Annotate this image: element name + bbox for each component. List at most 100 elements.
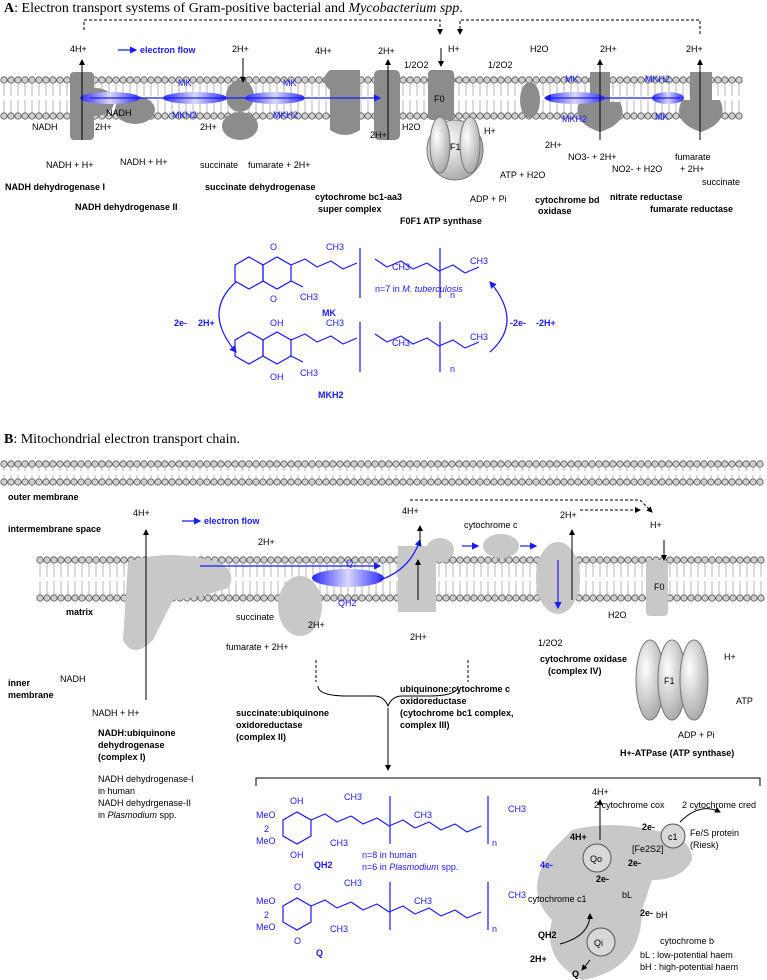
lipid-head — [546, 76, 554, 84]
complex-b-iii-3: (cytochrome bc1 complex, — [400, 708, 514, 718]
c1-site — [660, 823, 686, 849]
lipid-head — [505, 556, 513, 564]
label-b-half-o2: 1/2O2 — [538, 638, 563, 648]
lipid-head — [701, 594, 709, 602]
lipid-head — [217, 76, 225, 84]
label-a-mkh2-2: MKH2 — [273, 110, 298, 120]
lipid-head — [28, 112, 36, 120]
q-n: n — [492, 924, 497, 934]
lipid-head — [161, 76, 169, 84]
complex-b-ii-1: succinate:ubiquinone — [236, 708, 329, 718]
lipid-head — [525, 460, 533, 468]
lipid-head — [252, 460, 260, 468]
lipid-head — [721, 478, 729, 486]
lipid-head — [729, 556, 737, 564]
bc1-aa3-shape-1 — [324, 70, 360, 135]
mkh2-oh-top: OH — [270, 318, 284, 328]
lipid-head — [756, 478, 764, 486]
lipid-head — [7, 112, 15, 120]
lipid-head — [630, 112, 638, 120]
lipid-head — [196, 460, 204, 468]
lipid-head — [203, 460, 211, 468]
lipid-head — [470, 556, 478, 564]
label-b-qh2: QH2 — [338, 598, 357, 608]
lipid-head — [364, 478, 372, 486]
lipid-head — [637, 76, 645, 84]
lipid-head — [714, 478, 722, 486]
lipid-head — [638, 594, 646, 602]
lipid-head — [735, 460, 743, 468]
lipid-head — [329, 478, 337, 486]
complex-b-iii-2: oxidoreductase — [400, 696, 467, 706]
complex-b-ii-3: (complex II) — [236, 732, 286, 742]
lipid-head — [420, 76, 428, 84]
q-label: Q — [316, 948, 323, 958]
q-note-1: n=8 in human — [362, 850, 417, 860]
lipid-head — [714, 460, 722, 468]
proton-dashed-b-1 — [410, 499, 653, 513]
label-a-mk-2: MK — [283, 78, 297, 88]
qh2-meo-1: MeO — [256, 810, 276, 820]
lipid-head — [70, 478, 78, 486]
qh2-oh-bottom: OH — [290, 850, 304, 860]
lipid-head — [567, 478, 575, 486]
lipid-head — [672, 76, 680, 84]
lipid-head — [386, 594, 394, 602]
lipid-head — [553, 76, 561, 84]
lipid-head — [218, 556, 226, 564]
mkh2-n: n — [450, 364, 455, 374]
lipid-head — [56, 478, 64, 486]
lipid-head — [511, 76, 519, 84]
lipid-head — [182, 478, 190, 486]
lipid-head — [462, 76, 470, 84]
lipid-head — [196, 76, 204, 84]
lipid-head — [434, 478, 442, 486]
mkh2-oh-bottom: OH — [270, 372, 284, 382]
lipid-head — [259, 76, 267, 84]
lipid-head — [43, 556, 51, 564]
lipid-head — [715, 556, 723, 564]
lipid-head — [119, 478, 127, 486]
lipid-head — [203, 76, 211, 84]
lipid-head — [728, 460, 736, 468]
qo-site — [582, 843, 612, 873]
lipid-head — [483, 76, 491, 84]
lipid-head — [546, 112, 554, 120]
lipid-head — [21, 112, 29, 120]
lipid-head — [539, 112, 547, 120]
cytochrome-c-shape — [483, 534, 519, 558]
lipid-head — [301, 478, 309, 486]
fumarate-reductase-shape — [679, 72, 723, 132]
lipid-head — [715, 594, 723, 602]
lipid-head — [49, 76, 57, 84]
lipid-head — [337, 556, 345, 564]
lipid-head — [105, 478, 113, 486]
lipid-head — [140, 478, 148, 486]
lipid-head — [637, 112, 645, 120]
lipid-head — [259, 460, 267, 468]
qcycle-qi: Qi — [594, 938, 603, 948]
label-a-half-o2: 1/2O2 — [404, 60, 429, 70]
lipid-head — [302, 556, 310, 564]
lipid-head — [595, 460, 603, 468]
complex-b-iv-1: cytochrome oxidase — [540, 654, 627, 664]
lipid-head — [217, 478, 225, 486]
lipid-head — [736, 556, 744, 564]
lipid-head — [92, 556, 100, 564]
outer-membrane — [0, 460, 764, 486]
lipid-head — [546, 460, 554, 468]
lipid-head — [287, 478, 295, 486]
complex-iii-brace — [317, 685, 459, 708]
label-a-h2o: H2O — [402, 122, 421, 132]
lipid-head — [252, 76, 260, 84]
lipid-head — [42, 112, 50, 120]
lipid-head — [680, 556, 688, 564]
complex-a-nadh-dh-ii: NADH dehydrogenase II — [75, 202, 178, 212]
lipid-head — [665, 460, 673, 468]
label-a-nadh-2: NADH — [106, 108, 132, 118]
lipid-head — [288, 556, 296, 564]
lipid-head — [603, 556, 611, 564]
lipid-head — [161, 460, 169, 468]
q-o-top: O — [294, 882, 301, 892]
lipid-head — [358, 556, 366, 564]
